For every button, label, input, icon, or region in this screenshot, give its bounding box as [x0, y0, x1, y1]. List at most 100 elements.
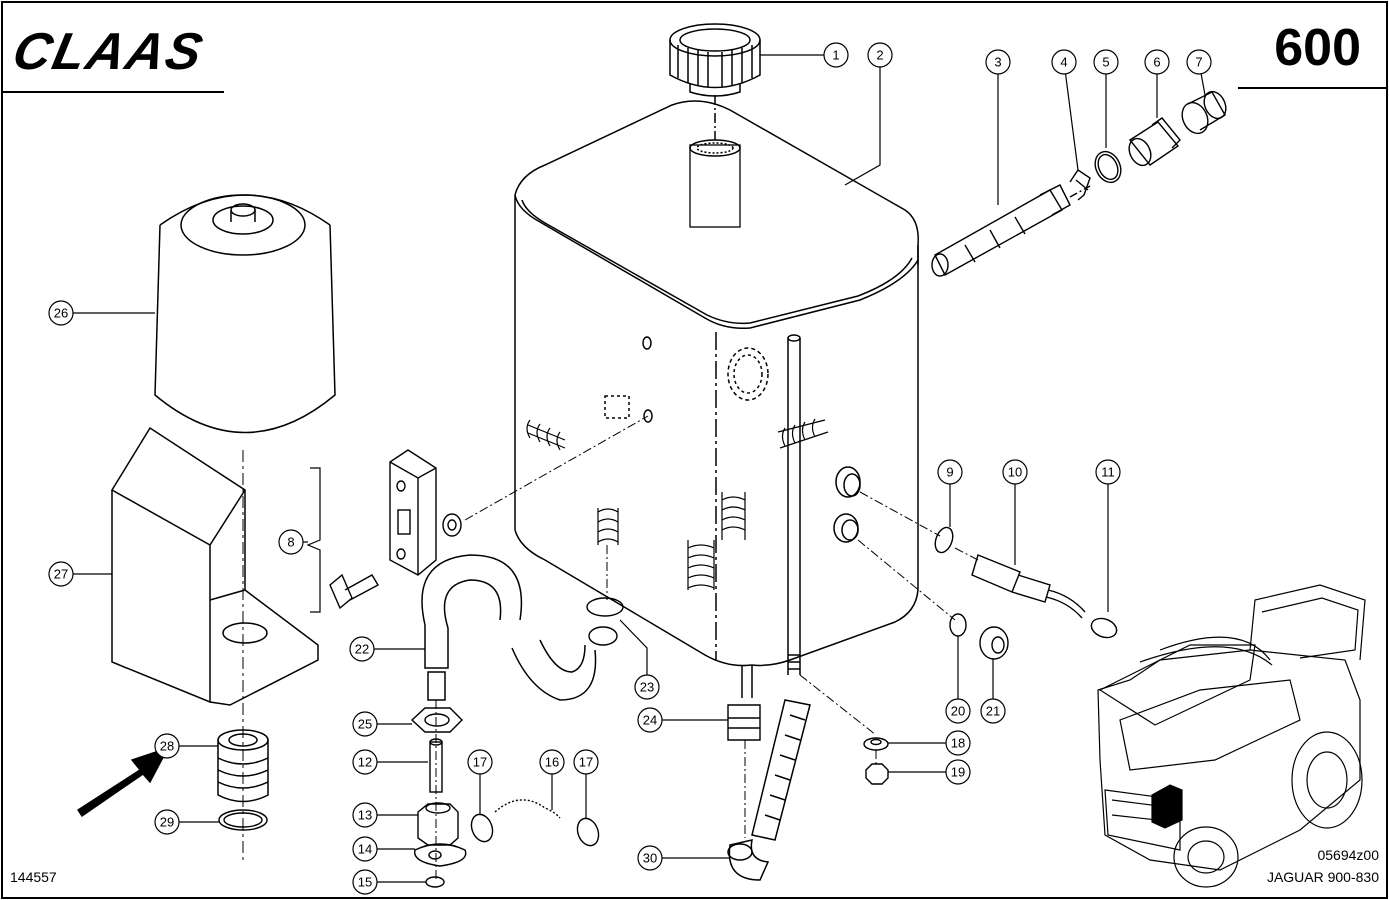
callout-number: 18: [951, 736, 965, 751]
callout-bubble: [48, 561, 74, 587]
callout-number: 30: [643, 851, 657, 866]
callout-bubble: [154, 809, 180, 835]
callout-c3: 3: [985, 49, 1011, 205]
callout-bubble: [637, 707, 663, 733]
callout-c14: 14: [352, 836, 415, 862]
nut-19: [865, 763, 889, 785]
callout-number: 8: [287, 535, 294, 550]
callout-bubble: [634, 674, 660, 700]
callout-number: 27: [54, 567, 68, 582]
machine-inset-illustration: [1097, 584, 1366, 888]
callout-bubble: [945, 730, 971, 756]
callout-c7: 7: [1186, 49, 1212, 96]
callout-number: 22: [355, 642, 369, 657]
callout-c26: 26: [48, 300, 155, 326]
callout-bubble: [352, 711, 378, 737]
o-ring-15: [425, 876, 445, 888]
callout-leader: [844, 67, 881, 186]
callout-bubble: [573, 749, 599, 775]
callout-number: 6: [1153, 55, 1160, 70]
callout-bubble: [278, 529, 304, 555]
callout-bubble: [352, 836, 378, 862]
callout-number: 17: [579, 755, 593, 770]
callout-bubble: [539, 749, 565, 775]
callout-c27: 27: [48, 561, 112, 587]
callout-number: 28: [160, 739, 174, 754]
callout-bubble: [1144, 49, 1170, 75]
callout-number: 12: [358, 755, 372, 770]
callout-bubble: [823, 42, 849, 68]
model-name: JAGUAR 900-830: [1266, 869, 1379, 885]
callout-c1: 1: [760, 42, 849, 68]
callout-c25: 25: [352, 711, 412, 737]
callout-number: 14: [358, 842, 372, 857]
callout-number: 10: [1008, 465, 1022, 480]
figure-id: 144557: [10, 869, 57, 885]
callout-bubble: [349, 636, 375, 662]
callout-leader: [1200, 73, 1206, 96]
callout-c16: 16: [539, 749, 565, 810]
o-ring-9: [934, 526, 954, 554]
clip-4: [1069, 169, 1091, 201]
callout-number: 26: [54, 306, 68, 321]
callout-number: 15: [358, 875, 372, 890]
plate-14: [414, 843, 467, 867]
snap-ring-11: [1090, 617, 1118, 639]
callout-bubble: [352, 802, 378, 828]
drawing-code: 05694z00: [1317, 847, 1379, 863]
bolt-8: [329, 573, 379, 610]
callout-number: 4: [1060, 55, 1067, 70]
filler-cap: [669, 23, 761, 97]
callout-leader: [1064, 73, 1079, 171]
callout-c23: 23: [619, 619, 660, 700]
hose-22: [421, 554, 597, 701]
filter-housing-26: [154, 194, 336, 434]
bracket-brace: [306, 467, 321, 613]
callout-number: 21: [986, 704, 1000, 719]
callout-c4: 4: [1051, 49, 1079, 171]
mounting-bracket-8: [389, 449, 437, 576]
callout-number: 13: [358, 808, 372, 823]
callout-c11: 11: [1095, 459, 1121, 612]
callout-number: 3: [994, 55, 1001, 70]
page-number: 600: [1274, 19, 1361, 77]
callout-c2: 2: [844, 42, 893, 186]
callout-bubble: [1002, 459, 1028, 485]
callout-number: 24: [643, 713, 657, 728]
callout-number: 1: [832, 48, 839, 63]
callout-bubble: [352, 749, 378, 775]
callout-bubble: [1095, 459, 1121, 485]
callout-bubble: [980, 698, 1006, 724]
o-ring-5: [1094, 150, 1122, 184]
callout-bubble: [48, 300, 74, 326]
callout-c21: 21: [980, 659, 1006, 724]
callout-bubble: [867, 42, 893, 68]
washer-18: [863, 737, 889, 751]
callout-number: 9: [946, 465, 953, 480]
callout-c24: 24: [637, 707, 728, 733]
callout-bubble: [154, 733, 180, 759]
washer-8: [442, 513, 462, 537]
callout-bubble: [1186, 49, 1212, 75]
callout-number: 17: [473, 755, 487, 770]
callout-leader: [619, 619, 648, 675]
callout-bubble: [945, 698, 971, 724]
callout-c18: 18: [888, 730, 971, 756]
callout-c5: 5: [1093, 49, 1119, 148]
callout-c10: 10: [1002, 459, 1028, 565]
callout-c13: 13: [352, 802, 418, 828]
base-bracket-27: [110, 426, 319, 706]
callout-c17a: 17: [467, 749, 493, 814]
callout-number: 11: [1101, 465, 1115, 480]
callout-c9: 9: [937, 459, 963, 527]
callout-c30: 30: [637, 845, 730, 871]
adapter-7: [1181, 90, 1227, 135]
callout-bubble: [1051, 49, 1077, 75]
nut-25: [410, 707, 463, 733]
callout-number: 2: [876, 48, 883, 63]
callout-bubble: [937, 459, 963, 485]
o-ring-17-left: [470, 813, 494, 843]
